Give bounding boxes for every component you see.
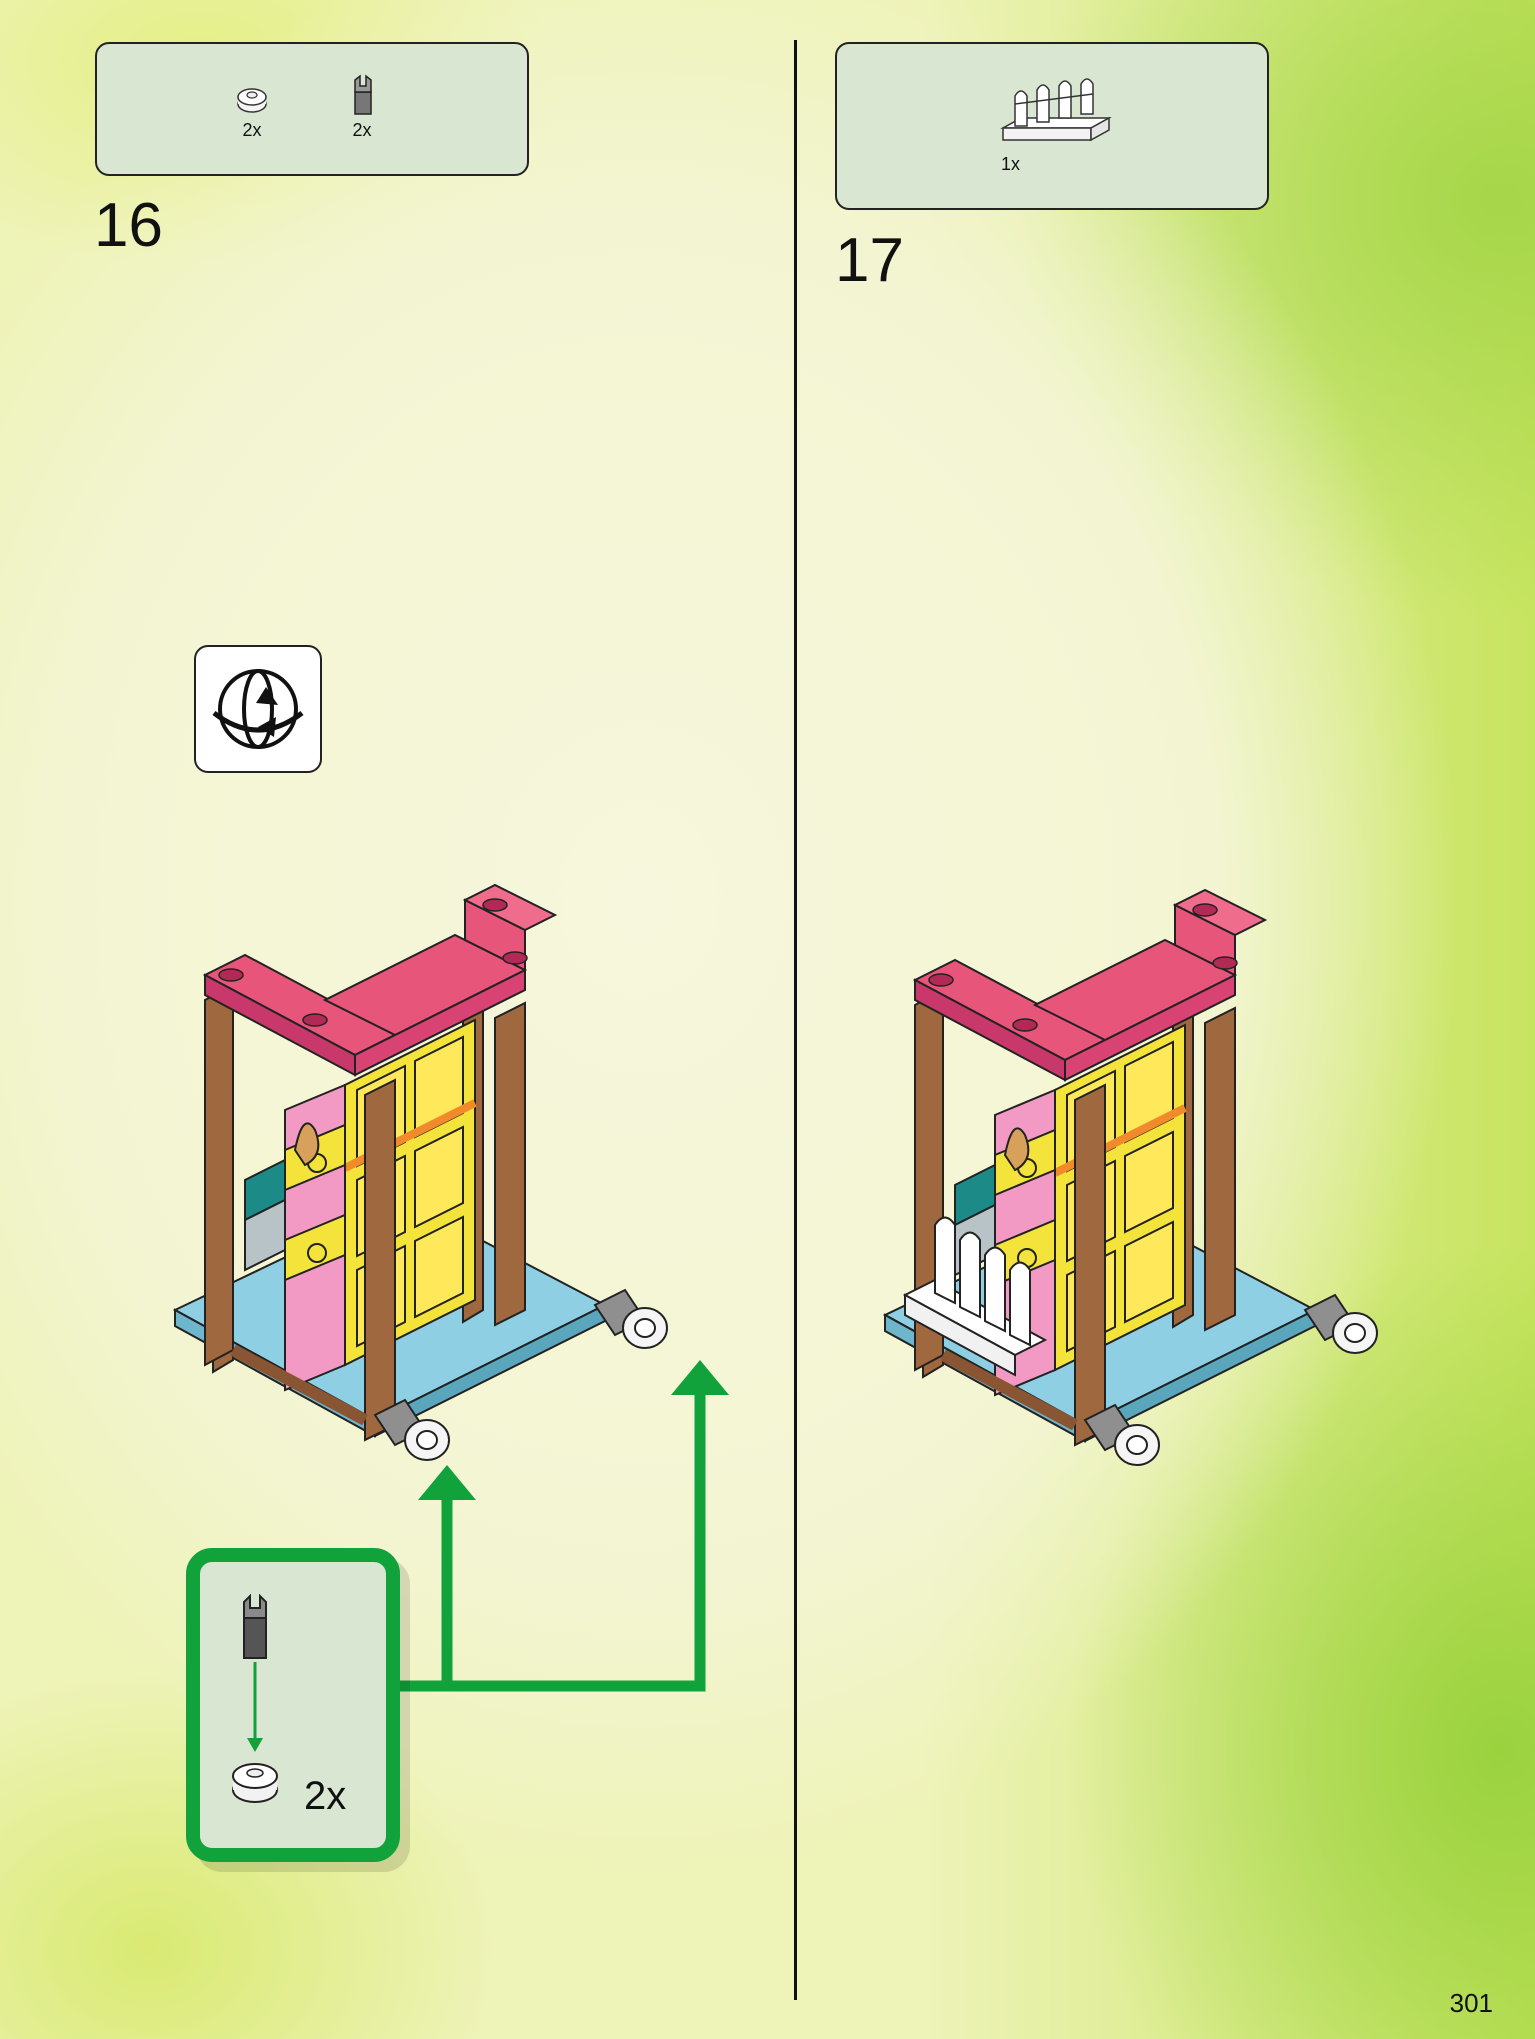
- part-qty: 2x: [242, 120, 262, 140]
- parts-item-fence: 1x: [997, 70, 1117, 175]
- rotate-model-icon: [212, 669, 304, 749]
- parts-item-clip: 2x: [347, 72, 377, 141]
- rotate-instruction-box: [194, 645, 322, 773]
- arrow-head-icon: [671, 1360, 729, 1395]
- fence-icon: [1000, 78, 1112, 142]
- step16-parts-box: 2x 2x: [95, 42, 529, 176]
- part-qty: 1x: [1001, 154, 1021, 174]
- page-number: 301: [1449, 1988, 1493, 2018]
- step-number-17: 17: [835, 226, 904, 295]
- assembly-arrow-icon: [382, 1390, 706, 1692]
- callout-parts-illustration: [232, 1593, 278, 1803]
- step17-model: [885, 890, 1377, 1465]
- part-qty: 2x: [352, 120, 372, 140]
- parts-item-round-plate: 2x: [235, 86, 269, 141]
- page-divider: [794, 40, 797, 2000]
- clip-icon: [354, 74, 372, 115]
- submodel-callout: 2x: [186, 1548, 400, 1862]
- callout-qty: 2x: [304, 1774, 347, 1818]
- arrow-head-icon: [418, 1465, 476, 1500]
- step16-model: [175, 885, 667, 1460]
- round-plate-icon: [237, 88, 267, 113]
- step17-parts-box: 1x: [835, 42, 1269, 210]
- step-number-16: 16: [94, 191, 163, 260]
